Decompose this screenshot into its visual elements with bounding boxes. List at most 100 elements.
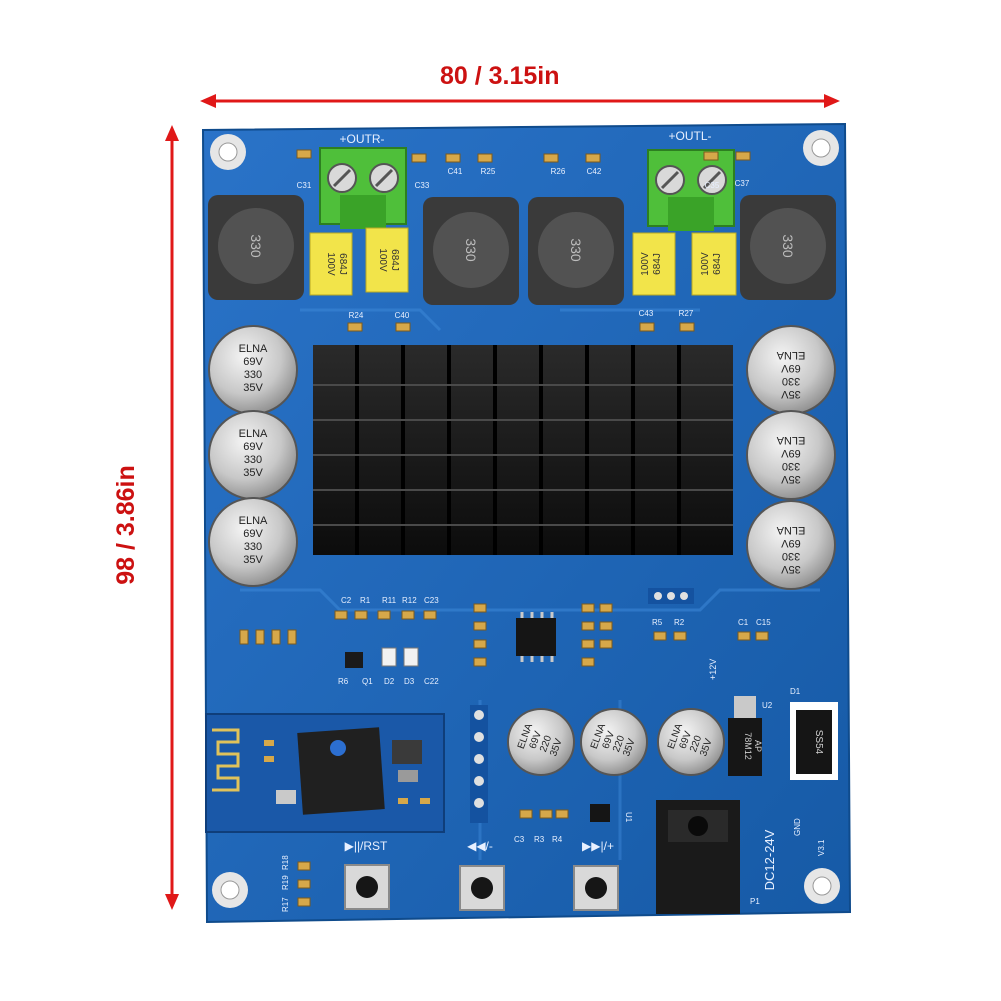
ref-label: D3	[404, 677, 415, 686]
mounting-hole	[804, 868, 840, 904]
ref-label: C42	[587, 167, 602, 176]
u2-label: U2	[762, 701, 773, 710]
outr-label: +OUTR-	[340, 132, 385, 146]
svg-text:ELNA: ELNA	[776, 349, 805, 361]
film-capacitor: 100V 684J	[365, 227, 409, 293]
previous-volume-down-button	[459, 865, 505, 911]
svg-text:35V: 35V	[243, 382, 263, 394]
svg-text:100V: 100V	[325, 252, 336, 276]
svg-text:330: 330	[782, 460, 800, 472]
ref-label: R12	[402, 596, 417, 605]
inductor: 330	[740, 195, 836, 300]
next-button-label: ▶▶|/+	[582, 839, 614, 853]
svg-text:AP: AP	[753, 740, 763, 752]
ref-label: C43	[639, 309, 654, 318]
ref-label: D2	[384, 677, 395, 686]
smd-components-top	[296, 149, 751, 332]
next-volume-up-button	[573, 865, 619, 911]
ref-label: R11	[382, 596, 397, 605]
svg-text:330: 330	[244, 369, 262, 381]
svg-text:100V: 100V	[640, 252, 651, 276]
terminal-block-right	[319, 147, 407, 229]
play-button-label: ▶||/RST	[345, 839, 388, 853]
svg-text:69V: 69V	[243, 356, 263, 368]
ref-label: C40	[395, 311, 410, 320]
ref-label: R25	[481, 167, 496, 176]
film-capacitor: 100V 684J	[309, 232, 353, 296]
svg-text:330: 330	[244, 454, 262, 466]
svg-text:35V: 35V	[781, 473, 801, 485]
film-capacitor: 100V 684J	[632, 232, 676, 296]
svg-text:78M12: 78M12	[743, 732, 753, 760]
ref-label: C22	[424, 677, 439, 686]
svg-text:SS54: SS54	[813, 730, 824, 755]
ref-label: C23	[424, 596, 439, 605]
electrolytic-capacitor: ELNA 69V 330 35V	[746, 500, 836, 590]
svg-text:ELNA: ELNA	[776, 434, 805, 446]
bluetooth-module	[205, 713, 445, 833]
inductor: 330	[528, 197, 624, 305]
svg-text:69V: 69V	[781, 447, 801, 459]
svg-text:330: 330	[248, 234, 264, 258]
svg-text:100V: 100V	[700, 252, 711, 276]
svg-text:330: 330	[780, 234, 796, 258]
svg-text:69V: 69V	[781, 362, 801, 374]
transistor	[345, 652, 363, 668]
film-capacitor: 100V 684J	[691, 232, 737, 296]
ref-label: R24	[349, 311, 364, 320]
ref-label: R4	[552, 835, 563, 844]
outl-label: +OUTL-	[668, 129, 711, 143]
mounting-hole	[803, 130, 839, 166]
ref-label: C41	[448, 167, 463, 176]
ref-label: C35	[705, 181, 720, 190]
ref-label: R1	[360, 596, 371, 605]
ref-label: R19	[281, 875, 290, 890]
svg-text:330: 330	[568, 238, 584, 262]
ref-label: R2	[674, 618, 685, 627]
plus12-label: +12V	[708, 659, 718, 680]
p1-label: P1	[750, 897, 760, 906]
ref-label: C3	[514, 835, 525, 844]
svg-text:ELNA: ELNA	[239, 343, 268, 355]
svg-text:684J: 684J	[337, 253, 348, 275]
svg-text:69V: 69V	[781, 537, 801, 549]
width-dimension-label: 80 / 3.15in	[440, 62, 560, 90]
svg-text:ELNA: ELNA	[776, 524, 805, 536]
svg-text:ELNA: ELNA	[239, 515, 268, 527]
height-arrow	[165, 125, 179, 910]
svg-text:69V: 69V	[243, 528, 263, 540]
schottky-diode: SS54	[790, 702, 838, 780]
svg-text:684J: 684J	[712, 253, 723, 275]
version-label: V3.1	[817, 839, 826, 856]
inductor: 330	[423, 197, 519, 305]
electrolytic-capacitor: ELNA 69V 330 35V	[746, 325, 836, 415]
ref-label: R17	[281, 897, 290, 912]
svg-text:684J: 684J	[652, 253, 663, 275]
electrolytic-capacitor: ELNA 69V 330 35V	[208, 497, 298, 587]
ref-label: C37	[735, 179, 750, 188]
ref-label: R3	[534, 835, 545, 844]
ref-label: C1	[738, 618, 749, 627]
svg-text:100V: 100V	[377, 248, 388, 272]
heatsink	[313, 345, 733, 555]
svg-text:35V: 35V	[243, 467, 263, 479]
electrolytic-capacitor: ELNA 69V 220 35V	[657, 708, 725, 776]
d1-label: D1	[790, 687, 801, 696]
electrolytic-capacitor: ELNA 69V 330 35V	[208, 325, 298, 415]
small-transistor	[590, 804, 610, 822]
svg-text:330: 330	[463, 238, 479, 262]
ref-label: R6	[338, 677, 349, 686]
dc-power-jack	[656, 800, 740, 914]
smd-components-bottom-left	[297, 861, 311, 907]
terminal-block-left	[647, 149, 735, 231]
ref-label: R27	[679, 309, 694, 318]
mounting-hole	[212, 872, 248, 908]
svg-text:330: 330	[782, 550, 800, 562]
ref-label: C33	[415, 181, 430, 190]
electrolytic-capacitor: ELNA 69V 220 35V	[580, 708, 648, 776]
ref-label: R18	[281, 855, 290, 870]
ref-label: C2	[341, 596, 352, 605]
ref-label: C31	[297, 181, 312, 190]
ref-label: R26	[551, 167, 566, 176]
